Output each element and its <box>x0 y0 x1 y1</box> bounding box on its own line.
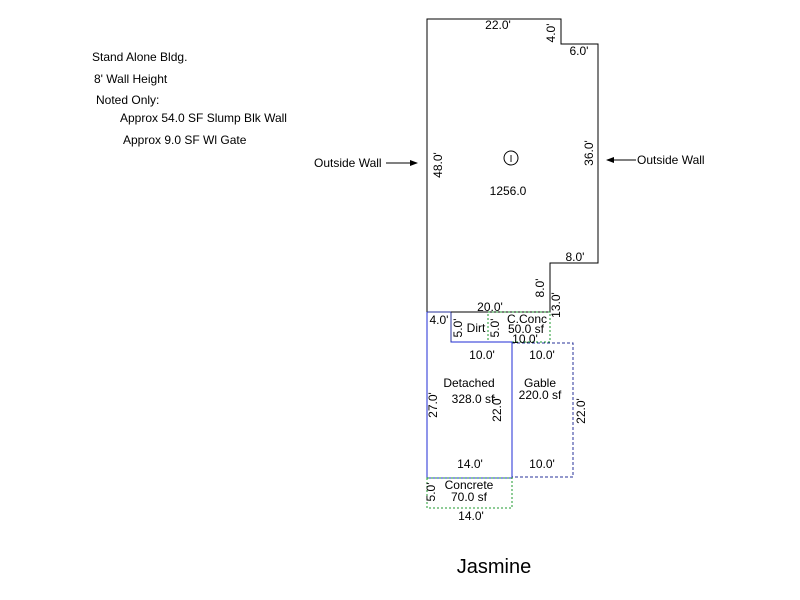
main-building-outline <box>426 18 599 313</box>
gable-area: 220.0 sf <box>519 388 562 402</box>
c-conc-dim-height: 5.0' <box>488 319 502 338</box>
note-stand-alone: Stand Alone Bldg. <box>92 50 188 64</box>
c-conc-dim-width: 10.0' <box>512 332 538 346</box>
c-conc-label: C.Conc <box>507 312 547 326</box>
gable-label: Gable <box>524 376 556 390</box>
detached-dim-right: 22.0' <box>490 396 504 422</box>
plan-caption: Jasmine <box>456 556 532 578</box>
dim-notch-horizontal: 6.0' <box>570 44 589 58</box>
note-slump-block-wall: Approx 54.0 SF Slump Blk Wall <box>120 111 287 125</box>
left-wall-label: Outside Wall <box>314 156 382 170</box>
dim-right: 36.0' <box>582 140 596 166</box>
concrete-area: 70.0 sf <box>451 490 488 504</box>
dim-bottom: 20.0' <box>477 300 503 314</box>
note-noted-only: Noted Only: <box>96 93 160 107</box>
building-marker-circle <box>503 150 519 166</box>
note-wl-gate: Approx 9.0 SF Wl Gate <box>123 133 247 147</box>
dim-step-horizontal: 8.0' <box>566 250 585 264</box>
dim-top: 22.0' <box>485 18 511 32</box>
gable-outline <box>512 342 574 478</box>
dim-lower-right: 13.0' <box>549 292 563 318</box>
dirt-dim-height: 5.0' <box>451 319 465 338</box>
concrete-label: Concrete <box>445 478 494 492</box>
gable-dim-bottom: 10.0' <box>529 457 555 471</box>
building-area: 1256.0 <box>490 184 527 198</box>
detached-area: 328.0 sf <box>452 392 495 406</box>
dim-notch-vertical: 4.0' <box>544 24 558 43</box>
concrete-dim-height: 5.0' <box>424 483 438 502</box>
concrete-dim-width: 14.0' <box>458 509 484 523</box>
concrete-outline <box>426 477 513 509</box>
dim-left: 48.0' <box>431 152 445 178</box>
dirt-dim-width: 4.0' <box>430 313 449 327</box>
gable-dim-top: 10.0' <box>529 348 555 362</box>
note-wall-height: 8' Wall Height <box>94 72 168 86</box>
detached-dim-top: 10.0' <box>469 348 495 362</box>
detached-dim-left: 27.0' <box>426 392 440 418</box>
c-conc-area: 50.0 sf <box>508 322 545 336</box>
detached-dim-bottom: 14.0' <box>457 457 483 471</box>
dirt-label: Dirt <box>467 321 486 335</box>
building-marker: I <box>510 154 513 165</box>
gable-dim-right: 22.0' <box>574 398 588 424</box>
dim-step-vertical: 8.0' <box>533 279 547 298</box>
c-conc-outline <box>487 311 551 343</box>
right-wall-label: Outside Wall <box>637 153 705 167</box>
detached-label: Detached <box>443 376 494 390</box>
